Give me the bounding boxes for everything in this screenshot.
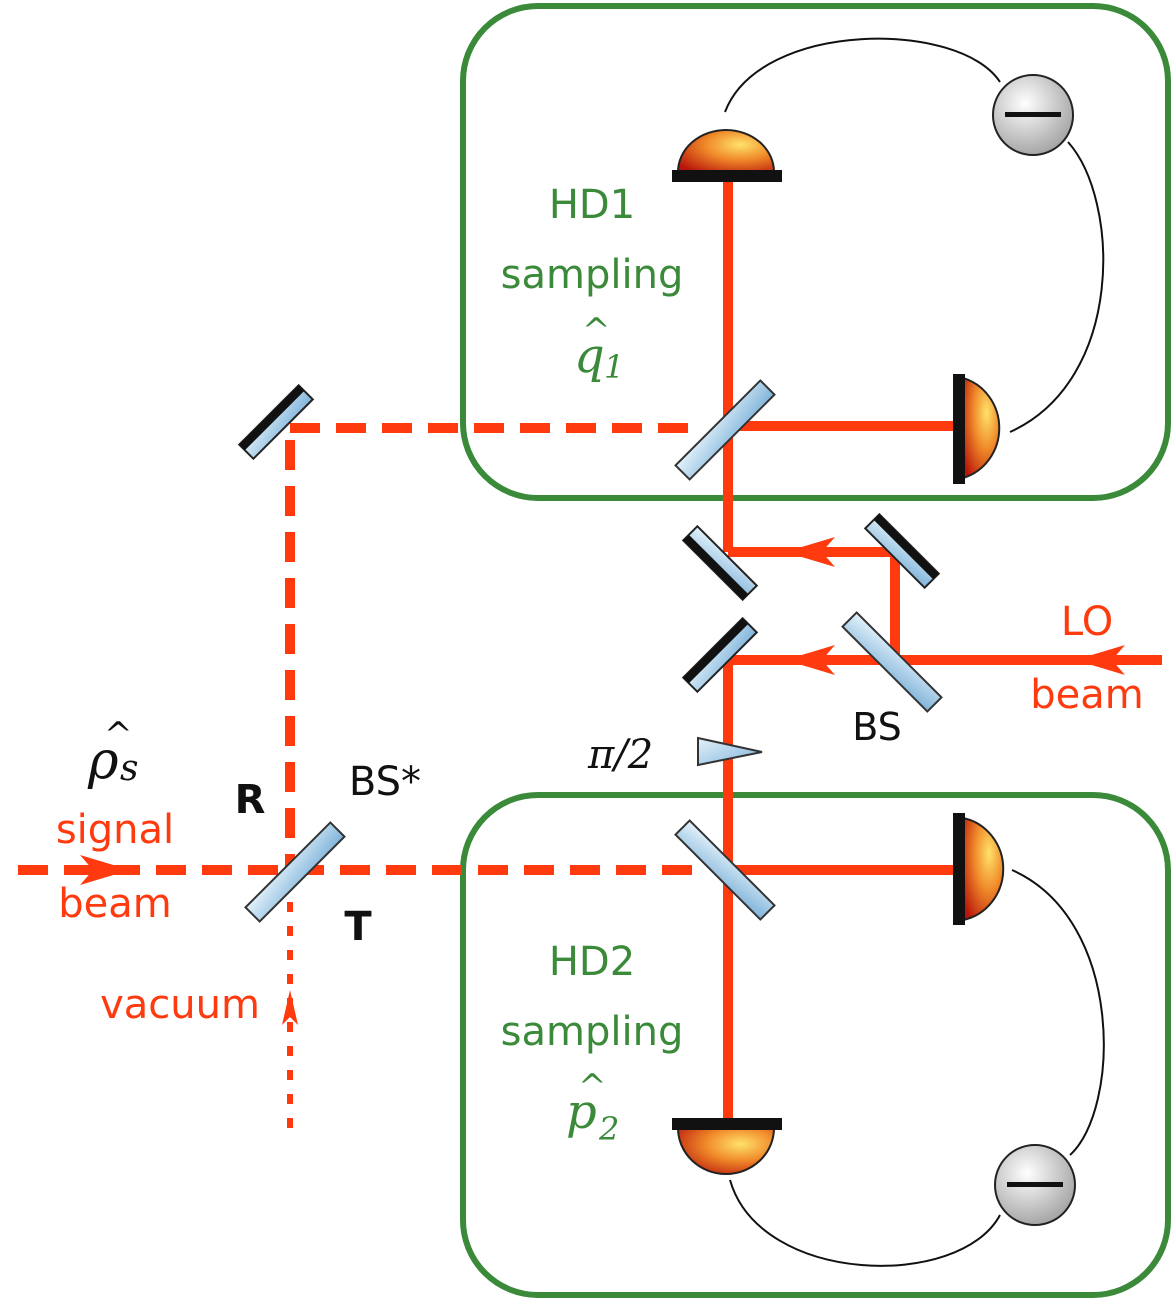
hd2-quadrature-hat: ^ [578, 1067, 607, 1107]
hd2-sampling-label: sampling [501, 1009, 684, 1055]
lo-upper-arrow-icon [785, 537, 835, 567]
hd2-label: HD2 [549, 939, 635, 985]
hd1-box [460, 3, 1171, 501]
hd1-quadrature-subscript: 1 [604, 348, 624, 386]
rho-symbol: ρ [87, 731, 119, 791]
beam-splitter-bs-star [244, 821, 346, 923]
lo-label: LO [1061, 599, 1113, 645]
hd1-quadrature-label: q [574, 328, 605, 384]
hd2-quadrature-label: p [566, 1084, 597, 1140]
rho-subscript: s [120, 748, 138, 789]
hd2-box [460, 792, 1171, 1298]
hd2-wire-bottom [729, 1179, 1001, 1267]
bs-label: BS [852, 705, 902, 749]
hd2-wire-top [1011, 869, 1105, 1156]
reflected-port-label: R [235, 777, 266, 823]
beam-splitter-bs [841, 611, 943, 713]
subtractor-hd1 [992, 74, 1074, 156]
minus-icon [1005, 112, 1061, 117]
rho-hat: ^ [104, 715, 133, 755]
hd1-quadrature-hat: ^ [582, 311, 611, 351]
hd2-quadrature-subscript: 2 [598, 1110, 619, 1148]
beam-splitter-hd2 [674, 819, 776, 921]
signal-beam-label: beam [58, 881, 171, 927]
mirror-lo-upper-left [681, 524, 759, 602]
mirror-signal-corner [237, 383, 315, 461]
hd1-wire-top [724, 37, 1001, 113]
hd1-wire-bottom [1009, 141, 1105, 433]
phase-wedge-icon [697, 736, 763, 767]
detector-hd2-bottom [672, 1118, 782, 1175]
transmitted-port-label: T [344, 904, 372, 950]
vacuum-label: vacuum [100, 982, 260, 1028]
mirror-lo-lower-left [681, 616, 759, 694]
signal-dashed-paths [18, 423, 700, 875]
mirror-lo-upper-right [863, 512, 941, 590]
beam-splitter-hd1 [674, 379, 776, 481]
signal-label: signal [56, 807, 174, 853]
detector-hd1-top [672, 129, 782, 182]
detector-hd2-right [953, 813, 1005, 925]
hd1-sampling-label: sampling [501, 252, 684, 298]
subtractor-hd2 [994, 1144, 1076, 1226]
lo-lower-arrow-icon [785, 645, 835, 675]
phase-label: π/2 [587, 732, 653, 778]
signal-input-arrow-icon [80, 855, 130, 885]
minus-icon [1007, 1182, 1063, 1187]
vacuum-arrow-icon [282, 990, 298, 1025]
lo-input-arrow-icon [1075, 645, 1125, 675]
lo-beam-label: beam [1030, 672, 1143, 718]
bs-star-label: BS* [349, 759, 421, 805]
hd1-label: HD1 [549, 182, 635, 228]
detector-hd1-right [953, 374, 1001, 484]
